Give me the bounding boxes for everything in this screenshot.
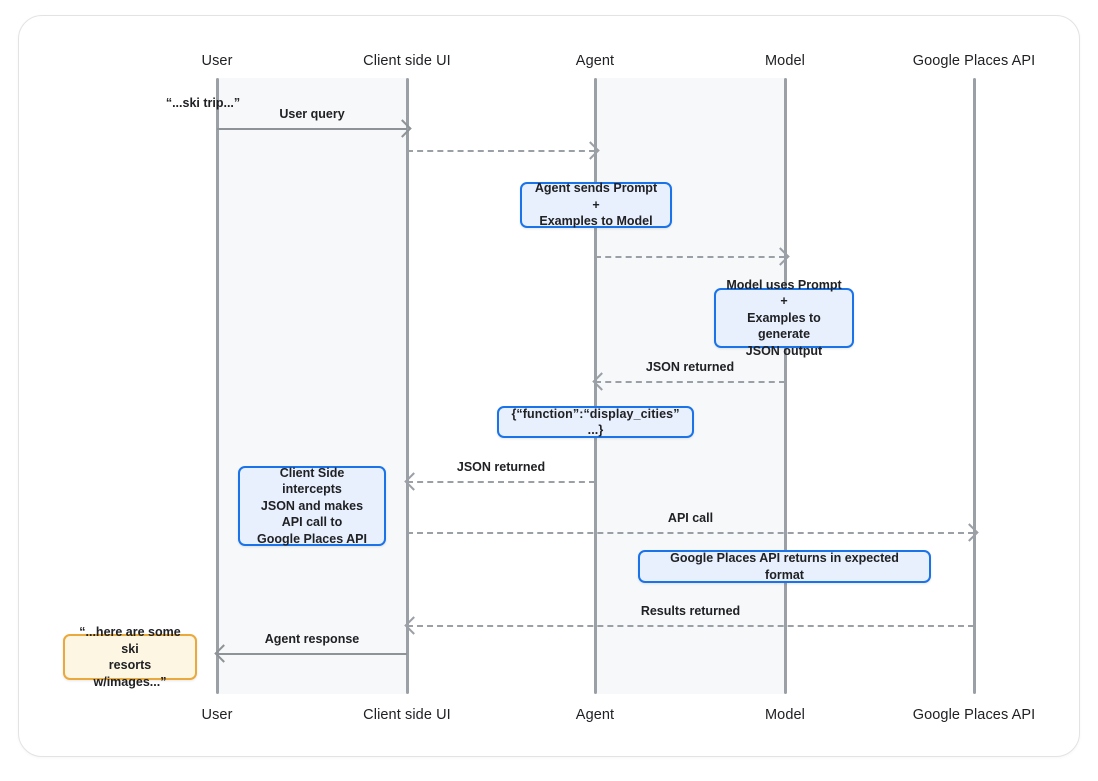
actor-label-user-top: User <box>201 53 233 69</box>
lifeline-agent <box>593 78 597 694</box>
message-label-results-returned: Results returned <box>640 604 741 618</box>
note-text-agent-sends-prompt: Agent sends Prompt + Examples to Model <box>534 181 658 229</box>
lifeline-band-agent-model <box>595 78 785 694</box>
note-agent-sends-prompt: Agent sends Prompt + Examples to Model <box>520 181 672 229</box>
note-places-returns: Google Places API returns in expected fo… <box>638 550 931 583</box>
note-model-generates-json: Model uses Prompt + Examples to generate… <box>714 278 854 358</box>
message-label-json-returned-agent: JSON returned <box>456 460 546 474</box>
actor-label-client-bottom: Client side UI <box>363 707 451 723</box>
note-text-places-returns: Google Places API returns in expected fo… <box>670 551 899 582</box>
actor-label-user-bottom: User <box>201 707 233 723</box>
note-text-model-generates-json: Model uses Prompt + Examples to generate… <box>726 277 842 358</box>
lifeline-client <box>405 78 409 694</box>
message-arrowhead-api-call <box>960 523 979 542</box>
actor-label-agent-bottom: Agent <box>575 707 615 723</box>
actor-label-model-bottom: Model <box>765 707 805 723</box>
message-line-user-query <box>217 128 407 130</box>
actor-label-places-bottom: Google Places API <box>912 707 1036 723</box>
note-user-utterance: “...ski trip...” <box>165 96 241 110</box>
note-agent-final-response: “...here are some ski resorts w/images..… <box>63 625 197 689</box>
note-text-agent-final-response: “...here are some ski resorts w/images..… <box>79 625 181 689</box>
diagram-card <box>18 15 1080 757</box>
message-label-api-call: API call <box>667 511 714 525</box>
lifeline-band-user-client <box>217 78 407 694</box>
message-label-user-query: User query <box>279 107 345 121</box>
lifeline-model <box>783 78 787 694</box>
message-line-client-to-agent <box>407 150 595 152</box>
note-function-json: {“function”:“display_cities” ...} <box>497 406 694 438</box>
message-line-json-returned-model <box>595 381 785 383</box>
message-line-json-returned-agent <box>407 481 595 483</box>
actor-label-agent-top: Agent <box>575 53 615 69</box>
message-line-api-call <box>407 532 974 534</box>
note-client-intercepts: Client Side intercepts JSON and makes AP… <box>238 466 386 546</box>
actor-label-model-top: Model <box>765 53 805 69</box>
actor-label-client-top: Client side UI <box>363 53 451 69</box>
message-label-agent-response: Agent response <box>264 632 360 646</box>
message-line-results-returned <box>407 625 974 627</box>
message-label-json-returned-model: JSON returned <box>645 360 735 374</box>
message-line-agent-response <box>217 653 407 655</box>
note-text-function-json: {“function”:“display_cities” ...} <box>511 406 680 438</box>
note-text-client-intercepts: Client Side intercepts JSON and makes AP… <box>257 465 367 546</box>
lifeline-user <box>215 78 219 694</box>
actor-label-places-top: Google Places API <box>912 53 1036 69</box>
lifeline-places <box>972 78 976 694</box>
message-line-agent-to-model <box>595 256 785 258</box>
